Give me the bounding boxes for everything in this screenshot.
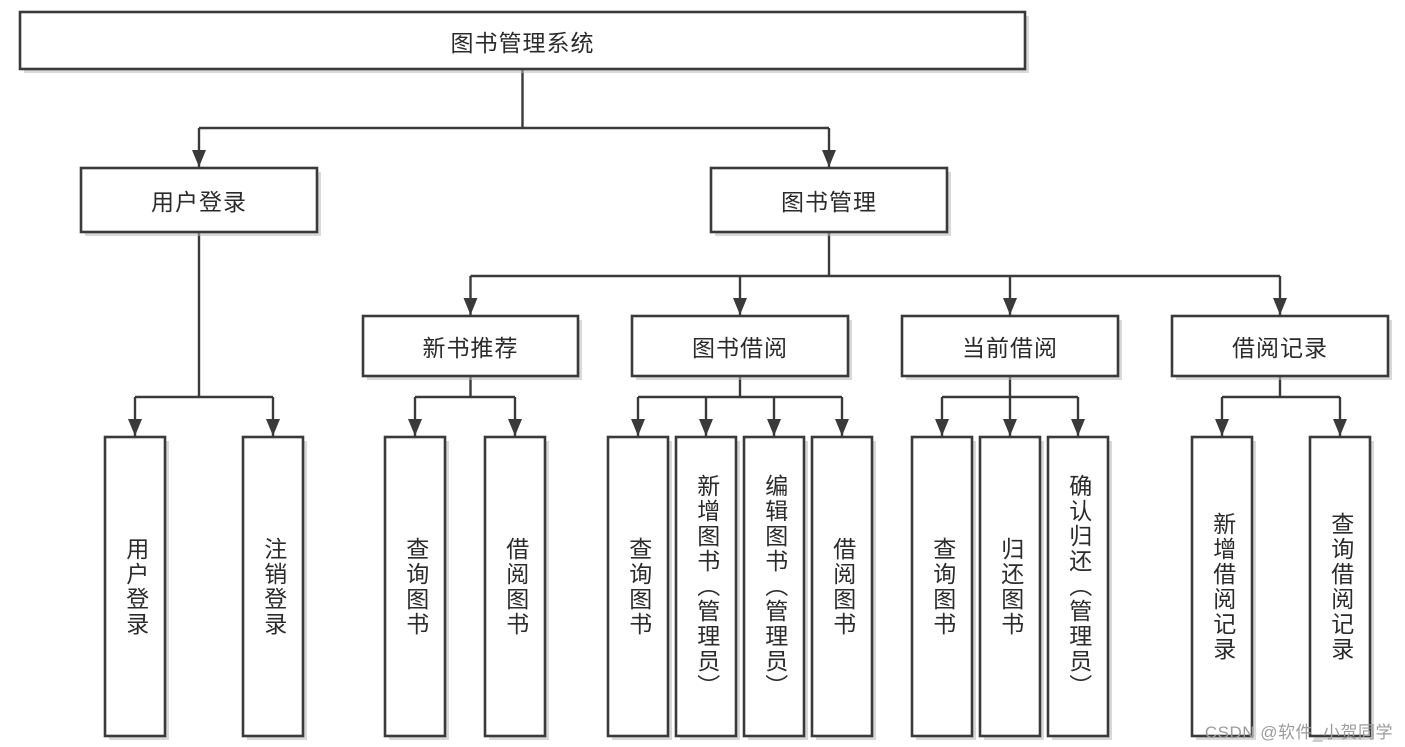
watermark-text: CSDN @软件_小贺同学: [1204, 723, 1393, 742]
arrow-head: [935, 419, 949, 436]
node-box-leaf-add-record[interactable]: [1190, 435, 1254, 738]
arrow-head: [266, 419, 280, 436]
arrow-head: [699, 419, 713, 436]
node-box-leaf-user-login[interactable]: [103, 435, 167, 738]
arrow-head: [822, 150, 836, 167]
node-box-leaf-borrow-book[interactable]: [810, 435, 874, 738]
arrow-head: [631, 419, 645, 436]
node-box-leaf-query-book-cur[interactable]: [910, 435, 974, 738]
arrow-head: [408, 419, 422, 436]
arrow-head: [835, 419, 849, 436]
node-box-leaf-user-logout[interactable]: [241, 435, 305, 738]
arrow-head: [1003, 298, 1017, 315]
node-box-leaf-add-book[interactable]: [674, 435, 738, 738]
arrow-head: [1003, 419, 1017, 436]
box-layer: [18, 10, 1392, 740]
node-box-book-manage[interactable]: [709, 166, 949, 234]
node-box-leaf-query-record[interactable]: [1308, 435, 1372, 738]
arrow-head: [463, 298, 478, 315]
node-box-leaf-query-book-rec[interactable]: [383, 435, 447, 738]
node-box-book-borrow[interactable]: [630, 314, 850, 378]
node-box-leaf-confirm-return[interactable]: [1046, 435, 1110, 738]
arrow-head: [192, 150, 206, 167]
node-box-leaf-return-book[interactable]: [978, 435, 1042, 738]
arrow-head: [128, 419, 142, 436]
node-box-root[interactable]: [18, 10, 1027, 71]
node-box-current-borrow[interactable]: [900, 314, 1120, 378]
node-box-leaf-query-book-borrow[interactable]: [606, 435, 670, 738]
connector-layer: [128, 69, 1347, 436]
arrow-head: [1071, 419, 1085, 436]
node-box-user-login[interactable]: [79, 166, 319, 234]
node-box-leaf-borrow-book-rec[interactable]: [483, 435, 547, 738]
arrow-head: [1333, 419, 1347, 436]
node-box-new-book-recommend[interactable]: [361, 314, 580, 378]
node-box-leaf-edit-book[interactable]: [742, 435, 806, 738]
node-box-borrow-record[interactable]: [1170, 314, 1390, 378]
arrow-head: [733, 298, 747, 315]
arrow-head: [1273, 298, 1287, 315]
arrow-head: [1215, 419, 1229, 436]
arrow-head: [767, 419, 781, 436]
arrow-head: [508, 419, 522, 436]
